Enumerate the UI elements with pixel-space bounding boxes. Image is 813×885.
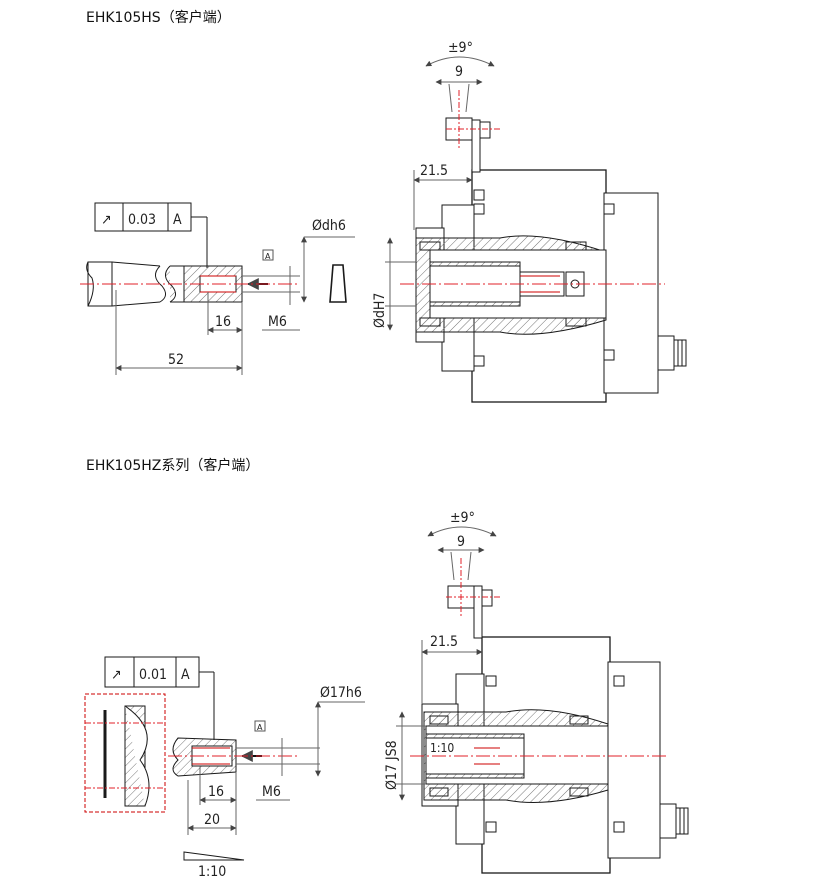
encoder-body-bottom [421,558,689,874]
bore-dimension-bottom [396,711,426,801]
datum-ref: A [173,212,182,228]
tolerance-frame-bottom [104,656,215,740]
drawing-title-top: EHK105HS（客户端） [86,10,231,26]
dim-offset-bottom: 21.5 [430,634,458,650]
tolerance-frame-top [94,202,208,268]
offset-dimension-bottom [421,640,483,704]
tolerance-value: 0.03 [128,212,156,228]
tolerance-value-bottom: 0.01 [139,667,167,683]
offset-dimension-top [413,170,473,230]
dim-thread-m6: M6 [268,314,287,330]
drawing-title-bottom: EHK105HZ系列（客户端） [86,458,260,474]
taper-ratio-note: 1:10 [198,864,226,880]
dim-angle: ±9° [448,40,473,56]
dim-length-52: 52 [168,352,184,368]
dimension-lines-bottom [187,701,365,835]
dim-depth-16: 16 [215,314,231,330]
runout-symbol: ↗ [101,212,112,228]
datum-a-label: A [265,252,271,261]
dim-shaft-dia: Ødh6 [312,218,346,234]
top-drawing: ↗ 0.03 A A [80,40,687,403]
dim-angle-9: 9 [455,64,463,80]
dimension-lines-top [115,236,355,375]
bore-dimension-top [385,237,416,331]
datum-a-label-bottom: A [257,723,263,732]
dim-depth-16-bottom: 16 [208,784,224,800]
runout-symbol-bottom: ↗ [111,667,122,683]
dim-shaft-dia-bottom: Ø17h6 [320,685,362,701]
bottom-drawing: ↗ 0.01 A A 16 [84,510,689,880]
dim-bore-dia: ØdH7 [372,293,388,328]
dim-offset: 21.5 [420,163,448,179]
taper-ratio-inner: 1:10 [430,741,454,755]
angle-dimension-bottom [427,526,497,581]
dim-thread-m6-bottom: M6 [262,784,281,800]
dim-angle-9-bottom: 9 [457,534,465,550]
angle-dimension-top [425,56,495,113]
dim-bore-dia-bottom: Ø17 JS8 [384,740,400,790]
datum-ref-bottom: A [181,667,190,683]
dim-length-20: 20 [204,812,220,828]
detail-box [84,693,166,813]
dim-angle-bottom: ±9° [450,510,475,526]
encoder-body-top [415,90,687,403]
